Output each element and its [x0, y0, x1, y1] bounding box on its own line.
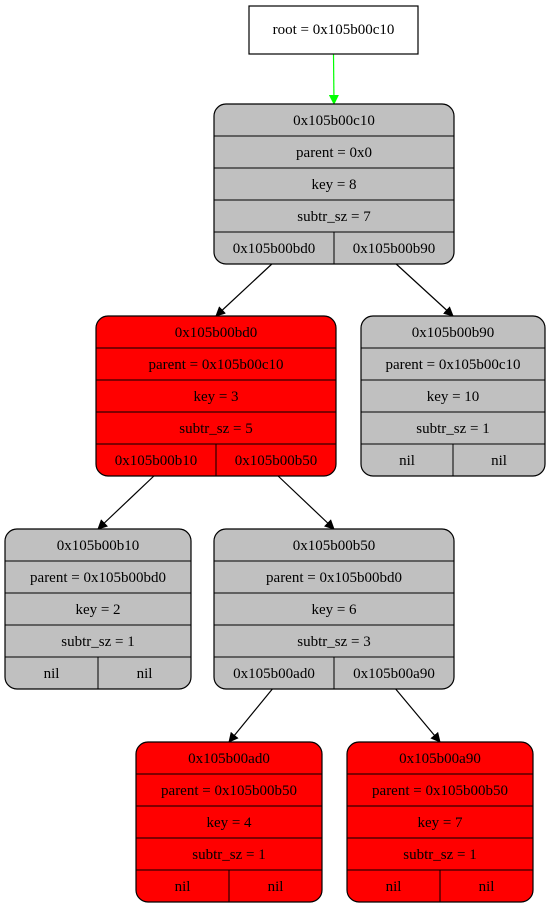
root-box: [248, 5, 419, 55]
node-address: 0x105b00ad0: [188, 751, 270, 767]
tree-node-0x105b00c10: 0x105b00c10 parent = 0x0 key = 8 subtr_sz =…: [213, 103, 455, 265]
node-right-child: nil: [137, 666, 153, 682]
node-subtree-size: subtr_sz = 1: [403, 847, 476, 863]
node-right-child: nil: [268, 879, 284, 895]
node-parent: parent = 0x105b00b50: [372, 783, 508, 799]
node-subtree-size: subtr_sz = 1: [192, 847, 265, 863]
node-right-child: nil: [491, 453, 507, 469]
tree-node-0x105b00b50: 0x105b00b50 parent = 0x105b00bd0 key = 6 su…: [213, 528, 455, 690]
node-subtree-size: subtr_sz = 1: [416, 421, 489, 437]
tree-node-0x105b00b10: 0x105b00b10 parent = 0x105b00bd0 key = 2 su…: [4, 528, 192, 690]
root-pointer: root = 0x105b00c10: [248, 5, 419, 55]
node-key: key = 4: [206, 815, 252, 831]
edge-0x105b00bd0-to-0x105b00b50: [275, 473, 335, 530]
node-left-child: nil: [44, 666, 60, 682]
node-key: key = 6: [311, 602, 357, 618]
node-left-child: nil: [399, 453, 415, 469]
node-address: 0x105b00c10: [293, 113, 375, 129]
node-left-child: nil: [175, 879, 191, 895]
node-parent: parent = 0x105b00b50: [161, 783, 297, 799]
tree-node-0x105b00bd0: 0x105b00bd0 parent = 0x105b00c10 key = 3 su…: [95, 315, 337, 477]
edges-layer: [97, 53, 454, 743]
edge-0x105b00c10-to-0x105b00bd0: [215, 261, 275, 317]
node-right-child: nil: [479, 879, 495, 895]
nodes-layer: 0x105b00c10 parent = 0x0 key = 8 subtr_sz =…: [4, 103, 546, 903]
node-key: key = 7: [417, 815, 463, 831]
node-parent: parent = 0x105b00c10: [148, 357, 283, 373]
edge-0x105b00b50-to-0x105b00a90: [393, 686, 441, 743]
node-parent: parent = 0x0: [296, 145, 372, 161]
edge-root-to-0x105b00c10: [328, 53, 339, 105]
node-right-child: 0x105b00a90: [353, 666, 435, 682]
node-key: key = 3: [193, 389, 238, 405]
edge-0x105b00c10-to-0x105b00b90: [393, 261, 454, 317]
node-address: 0x105b00b10: [57, 538, 140, 554]
node-parent: parent = 0x105b00bd0: [266, 570, 402, 586]
node-address: 0x105b00bd0: [175, 325, 258, 341]
node-left-child: 0x105b00bd0: [233, 241, 316, 257]
edge-0x105b00bd0-to-0x105b00b10: [97, 473, 157, 530]
node-subtree-size: subtr_sz = 1: [61, 634, 134, 650]
node-address: 0x105b00b50: [293, 538, 376, 554]
edge-0x105b00b50-to-0x105b00ad0: [228, 686, 275, 743]
tree-node-0x105b00ad0: 0x105b00ad0 parent = 0x105b00b50 key = 4 su…: [135, 741, 323, 903]
node-address: 0x105b00b90: [412, 325, 495, 341]
node-subtree-size: subtr_sz = 3: [297, 634, 370, 650]
node-left-child: 0x105b00b10: [115, 453, 198, 469]
node-subtree-size: subtr_sz = 5: [179, 421, 252, 437]
tree-node-0x105b00b90: 0x105b00b90 parent = 0x105b00c10 key = 10 s…: [360, 315, 546, 477]
node-subtree-size: subtr_sz = 7: [297, 209, 371, 225]
node-key: key = 10: [427, 389, 480, 405]
node-key: key = 8: [311, 177, 356, 193]
node-parent: parent = 0x105b00bd0: [30, 570, 166, 586]
tree-node-0x105b00a90: 0x105b00a90 parent = 0x105b00b50 key = 7 su…: [346, 741, 534, 903]
node-left-child: 0x105b00ad0: [233, 666, 315, 682]
node-right-child: 0x105b00b50: [235, 453, 318, 469]
root-label: root = 0x105b00c10: [273, 22, 395, 38]
node-right-child: 0x105b00b90: [353, 241, 436, 257]
node-parent: parent = 0x105b00c10: [385, 357, 520, 373]
node-key: key = 2: [75, 602, 120, 618]
node-address: 0x105b00a90: [399, 751, 481, 767]
node-left-child: nil: [386, 879, 402, 895]
